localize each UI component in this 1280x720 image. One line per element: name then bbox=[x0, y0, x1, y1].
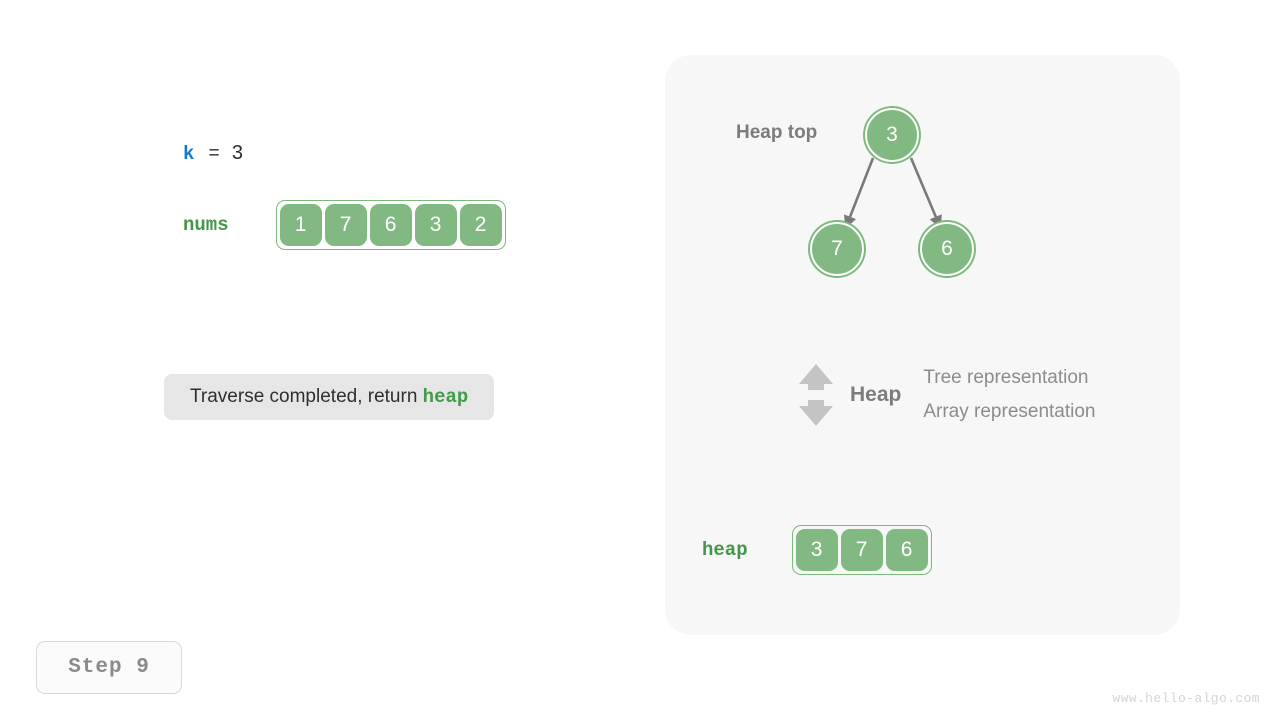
message-emphasis: heap bbox=[422, 386, 469, 408]
message-text: Traverse completed, return bbox=[190, 386, 423, 407]
representation-lines: Tree representation Array representation bbox=[923, 367, 1095, 423]
tree-node-right: 6 bbox=[920, 222, 974, 276]
array-cell: 3 bbox=[414, 204, 457, 246]
variable-value-k: 3 bbox=[231, 142, 243, 164]
status-message: Traverse completed, return heap bbox=[164, 374, 495, 420]
tree-node-left: 7 bbox=[810, 222, 864, 276]
representation-legend: Heap Tree representation Array represent… bbox=[796, 362, 1096, 428]
heap-legend-label: Heap bbox=[850, 383, 902, 406]
equals-sign: = bbox=[208, 142, 220, 165]
heap-top-label: Heap top bbox=[736, 122, 818, 143]
array-cell: 7 bbox=[840, 529, 883, 571]
variable-name-nums: nums bbox=[183, 214, 229, 236]
step-badge: Step 9 bbox=[36, 641, 182, 694]
tree-representation-label: Tree representation bbox=[923, 367, 1089, 388]
array-representation-label: Array representation bbox=[923, 401, 1096, 422]
variable-row-k: k = 3 bbox=[183, 142, 243, 165]
array-cell: 6 bbox=[369, 204, 412, 246]
watermark: www.hello-algo.com bbox=[1112, 691, 1260, 706]
array-cell: 3 bbox=[795, 529, 838, 571]
array-cell: 7 bbox=[324, 204, 367, 246]
array-cell: 1 bbox=[279, 204, 322, 246]
up-down-arrow-icon bbox=[799, 364, 833, 426]
array-cell: 2 bbox=[459, 204, 502, 246]
array-cell: 6 bbox=[885, 529, 928, 571]
tree-node-root: 3 bbox=[865, 108, 919, 162]
variable-name-heap: heap bbox=[702, 539, 748, 561]
variable-name-k: k bbox=[183, 142, 195, 165]
